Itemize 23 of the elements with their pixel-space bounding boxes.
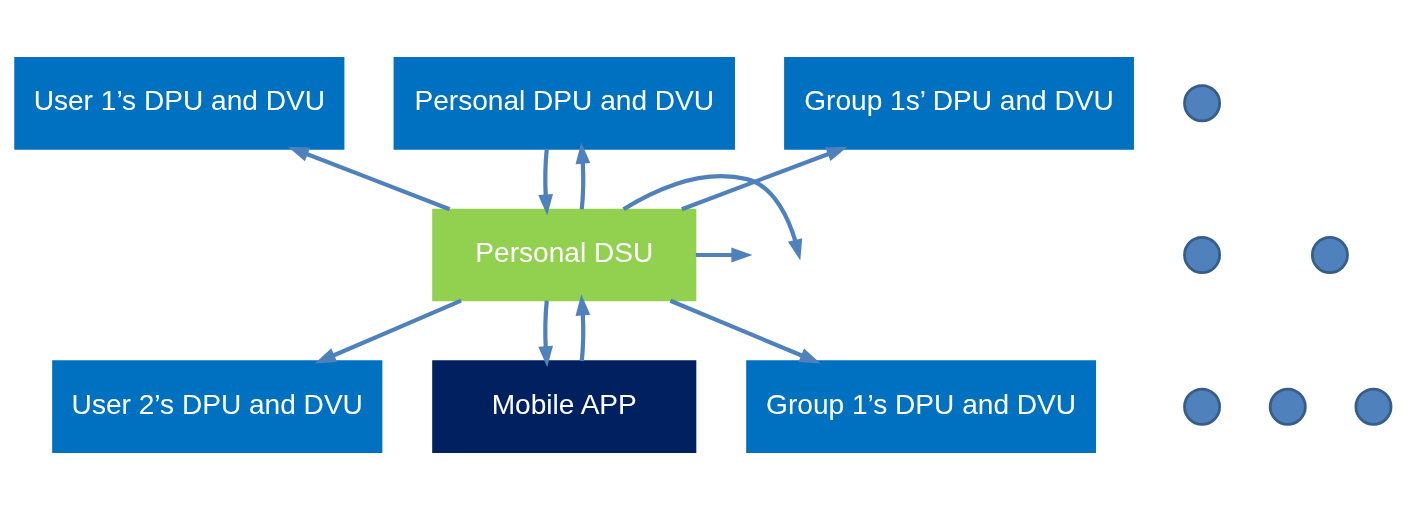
arrow xyxy=(314,298,462,363)
node-box: Group 1s’ DPU and DVU xyxy=(784,56,1134,150)
arrow xyxy=(669,298,821,363)
arrow xyxy=(622,173,803,260)
node-box: Personal DPU and DVU xyxy=(393,56,735,150)
node-circle xyxy=(1354,387,1393,426)
arrow xyxy=(538,148,553,216)
node-circle xyxy=(1310,235,1349,274)
node-box: User 2’s DPU and DVU xyxy=(52,359,383,453)
node-box: Personal DSU xyxy=(432,208,697,301)
node-box: User 1’s DPU and DVU xyxy=(14,56,345,150)
node-box: Mobile APP xyxy=(432,359,697,453)
node-box: Group 1’s DPU and DVU xyxy=(746,359,1096,453)
arrow xyxy=(575,142,591,209)
node-circle xyxy=(1183,235,1222,274)
node-circle xyxy=(1183,83,1222,122)
arrow xyxy=(695,247,753,262)
arrow xyxy=(681,146,848,211)
arrow xyxy=(287,146,451,211)
arrow xyxy=(575,293,591,361)
node-circle xyxy=(1268,387,1307,426)
node-circle xyxy=(1183,387,1222,426)
arrow xyxy=(538,300,553,367)
